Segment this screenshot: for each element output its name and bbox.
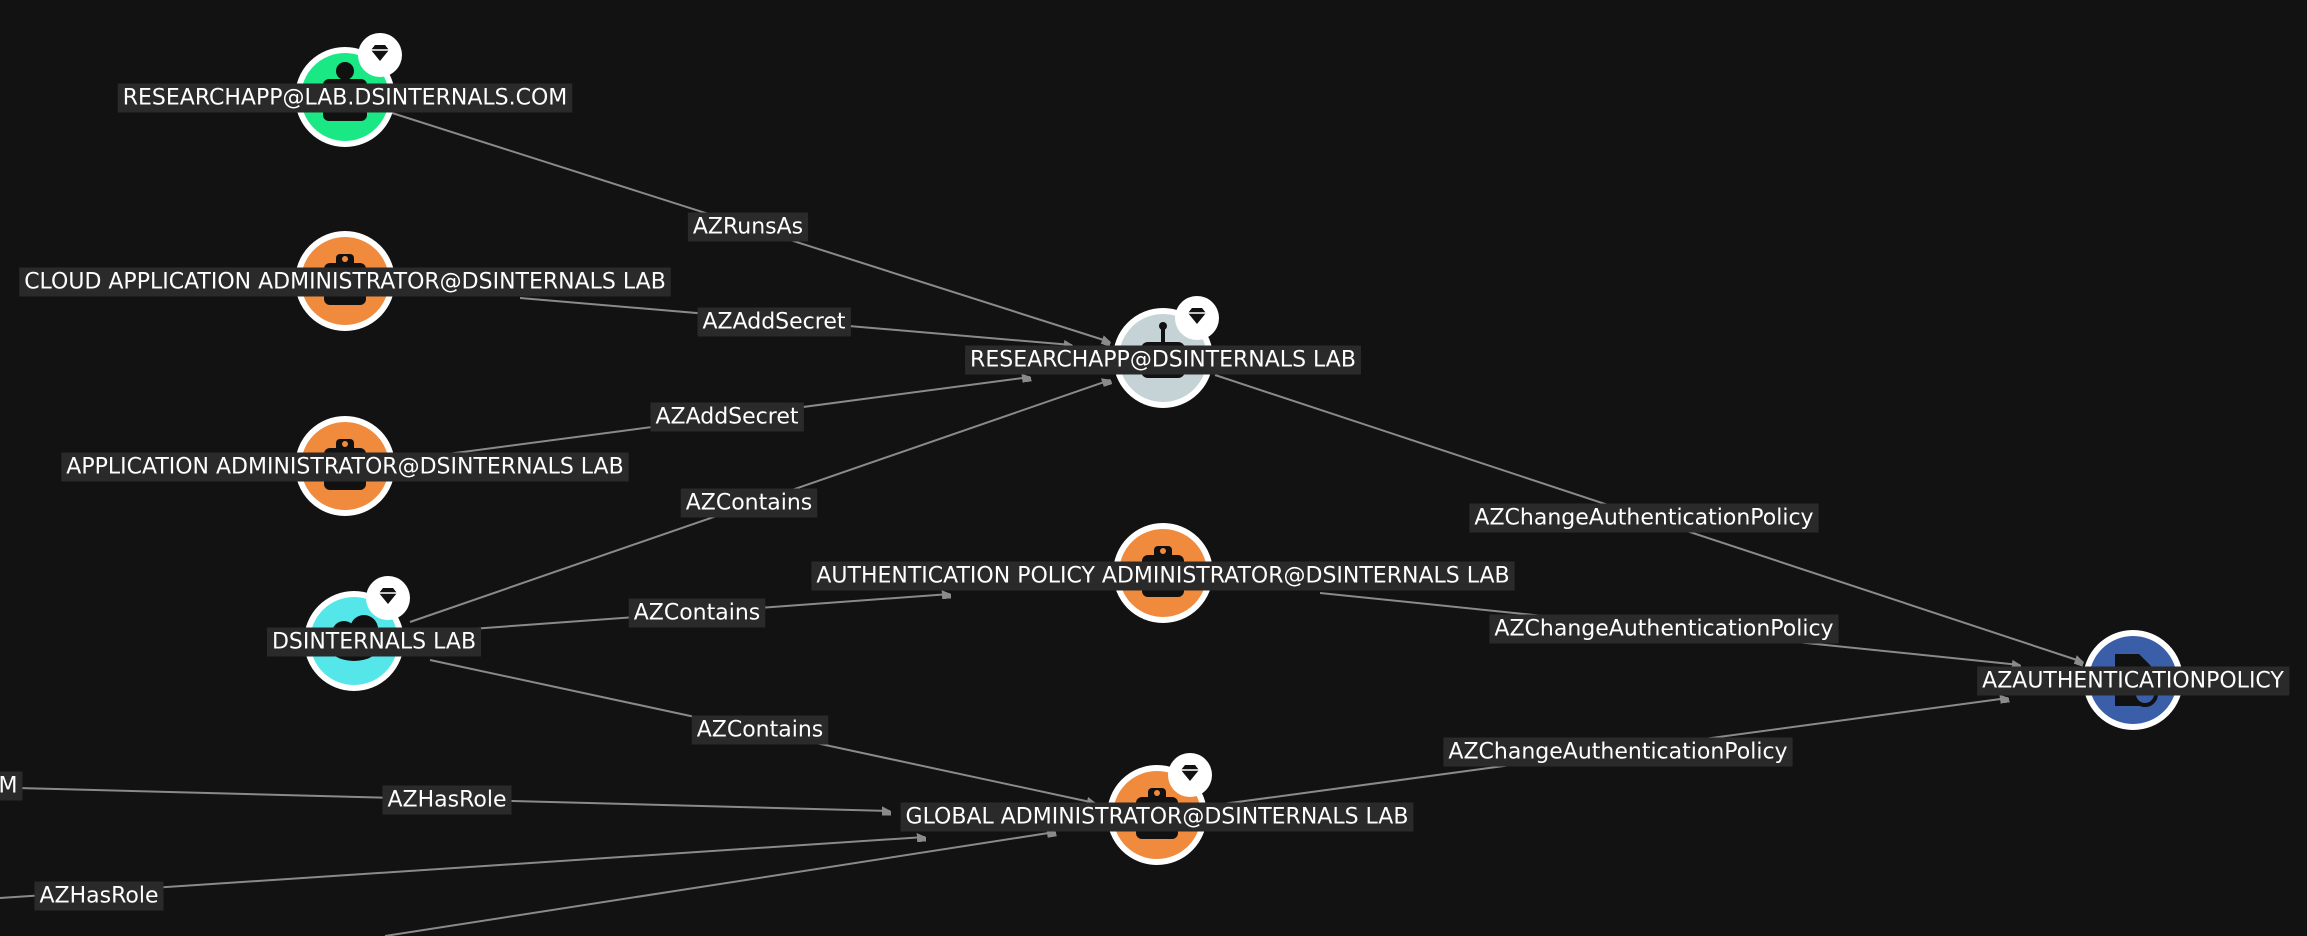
node-label-background (0, 771, 23, 801)
node-label-text: RESEARCHAPP@LAB.DSINTERNALS.COM (123, 86, 568, 111)
node-label-background (811, 561, 1515, 591)
node-label-text: GLOBAL ADMINISTRATOR@DSINTERNALS LAB (906, 805, 1409, 830)
edge-label-text: AZContains (697, 718, 824, 743)
edge-label[interactable]: AZChangeAuthenticationPolicy (1443, 737, 1793, 767)
node-label-text: AUTHENTICATION POLICY ADMINISTRATOR@DSIN… (816, 564, 1509, 589)
edge-label[interactable]: AZAddSecret (697, 307, 851, 337)
edge-label[interactable]: AZRunsAs (687, 212, 809, 242)
edge-label-background (650, 402, 804, 432)
edge-label-background (1469, 503, 1819, 533)
edge-label-background (382, 785, 512, 815)
node-label[interactable]: GLOBAL ADMINISTRATOR@DSINTERNALS LAB (900, 802, 1414, 832)
edge-label-background (691, 715, 829, 745)
node-label[interactable]: APPLICATION ADMINISTRATOR@DSINTERNALS LA… (61, 452, 629, 482)
node-label[interactable]: AZAUTHENTICATIONPOLICY (1977, 666, 2290, 696)
node-label[interactable]: RESEARCHAPP@LAB.DSINTERNALS.COM (117, 83, 573, 113)
edge-label-background (1443, 737, 1793, 767)
edge-label-text: AZRunsAs (693, 215, 803, 240)
node-label-background (61, 452, 629, 482)
edge-label-text: AZContains (686, 491, 813, 516)
node-label[interactable]: RESEARCHAPP@DSINTERNALS LAB (965, 345, 1361, 375)
edge-label-text: AZHasRole (39, 884, 158, 909)
edge-label-background (697, 307, 851, 337)
tier-zero-gem-icon (358, 33, 402, 77)
edge-label[interactable]: AZChangeAuthenticationPolicy (1489, 614, 1839, 644)
node-label[interactable]: AUTHENTICATION POLICY ADMINISTRATOR@DSIN… (811, 561, 1515, 591)
edge-label-text: AZHasRole (387, 788, 506, 813)
edge-label[interactable]: AZContains (628, 598, 766, 628)
edge-label[interactable]: AZHasRole (382, 785, 512, 815)
edge-label-text: AZAddSecret (655, 405, 798, 430)
node-label-background (900, 802, 1414, 832)
node-label-text: CLOUD APPLICATION ADMINISTRATOR@DSINTERN… (24, 270, 666, 295)
edge-unlabeled[interactable] (384, 832, 1055, 936)
node-label[interactable]: DSINTERNALS LAB (266, 627, 482, 657)
node-label[interactable]: M (0, 771, 23, 801)
node-label-background (965, 345, 1361, 375)
edge-line (384, 832, 1055, 936)
node-label-text: APPLICATION ADMINISTRATOR@DSINTERNALS LA… (66, 455, 623, 480)
edge-label-background (34, 881, 164, 911)
edge-label-background (1489, 614, 1839, 644)
edge-label-text: AZChangeAuthenticationPolicy (1494, 617, 1833, 642)
edge-label-text: AZContains (634, 601, 761, 626)
node-label-background (266, 627, 482, 657)
edge-label[interactable]: AZHasRole (34, 881, 164, 911)
tier-zero-gem-icon (1168, 753, 1212, 797)
edge-label[interactable]: AZChangeAuthenticationPolicy (1469, 503, 1819, 533)
edge-label-background (680, 488, 818, 518)
tier-zero-gem-icon (366, 576, 410, 620)
node-label-text: M (0, 774, 17, 799)
tier-zero-gem-icon (1175, 296, 1219, 340)
edge-label-background (628, 598, 766, 628)
edge-label-background (687, 212, 809, 242)
labels-layer: AZRunsAsAZAddSecretAZAddSecretAZContains… (0, 83, 2290, 911)
nodes-layer (295, 33, 2183, 865)
edge-label[interactable]: AZAddSecret (650, 402, 804, 432)
edge-label-text: AZAddSecret (702, 310, 845, 335)
node-label-text: DSINTERNALS LAB (272, 630, 476, 655)
node-label-background (1977, 666, 2290, 696)
node-label-background (19, 267, 671, 297)
node-label-text: AZAUTHENTICATIONPOLICY (1982, 669, 2284, 694)
edge-label[interactable]: AZContains (691, 715, 829, 745)
edge-label-text: AZChangeAuthenticationPolicy (1474, 506, 1813, 531)
edge-label[interactable]: AZContains (680, 488, 818, 518)
edge-label-text: AZChangeAuthenticationPolicy (1448, 740, 1787, 765)
node-label-background (117, 83, 573, 113)
node-label[interactable]: CLOUD APPLICATION ADMINISTRATOR@DSINTERN… (19, 267, 671, 297)
node-label-text: RESEARCHAPP@DSINTERNALS LAB (970, 348, 1356, 373)
